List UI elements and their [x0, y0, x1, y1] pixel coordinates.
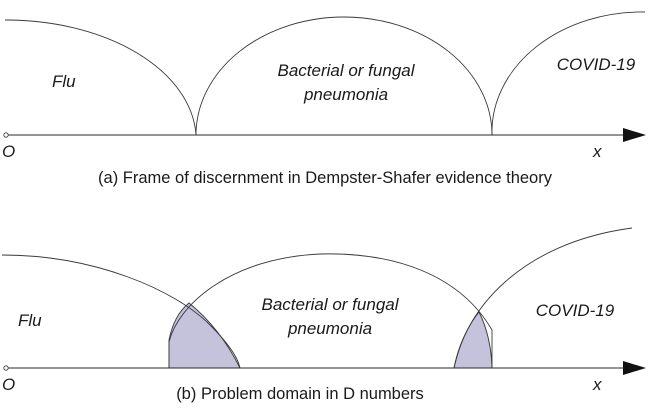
axis-label-x-b: x [592, 375, 602, 394]
region-flu-a: Flu [52, 72, 76, 91]
origin-label-a: O [2, 142, 15, 161]
arc-bacterial-b [168, 253, 493, 368]
panel-b: Flu Bacterial or fungal pneumonia COVID-… [1, 227, 646, 403]
region-bacterial-line2-a: pneumonia [303, 85, 388, 104]
overlap-flu-bacterial [168, 302, 241, 369]
region-bacterial-line2-b: pneumonia [287, 319, 372, 338]
region-covid-a: COVID-19 [557, 55, 636, 74]
arc-bacterial-a [195, 16, 493, 136]
caption-b: (b) Problem domain in D numbers [176, 385, 424, 403]
region-covid-b: COVID-19 [536, 301, 615, 320]
panel-a: Flu Bacterial or fungal pneumonia COVID-… [2, 11, 646, 187]
origin-marker-b [3, 365, 9, 371]
origin-marker-a [3, 132, 9, 138]
arc-flu-a [4, 19, 197, 136]
region-flu-b: Flu [18, 311, 42, 330]
region-bacterial-line1-a: Bacterial or fungal [277, 61, 415, 80]
x-axis-arrow-a [623, 128, 646, 142]
arc-flu-b [1, 254, 241, 369]
x-axis-arrow-b [623, 361, 646, 375]
origin-label-b: O [2, 375, 15, 394]
region-bacterial-line1-b: Bacterial or fungal [261, 295, 399, 314]
caption-a: (a) Frame of discernment in Dempster-Sha… [98, 169, 553, 187]
axis-label-x-a: x [592, 142, 602, 161]
arc-covid-b [453, 227, 633, 369]
arc-covid-a [491, 11, 646, 136]
